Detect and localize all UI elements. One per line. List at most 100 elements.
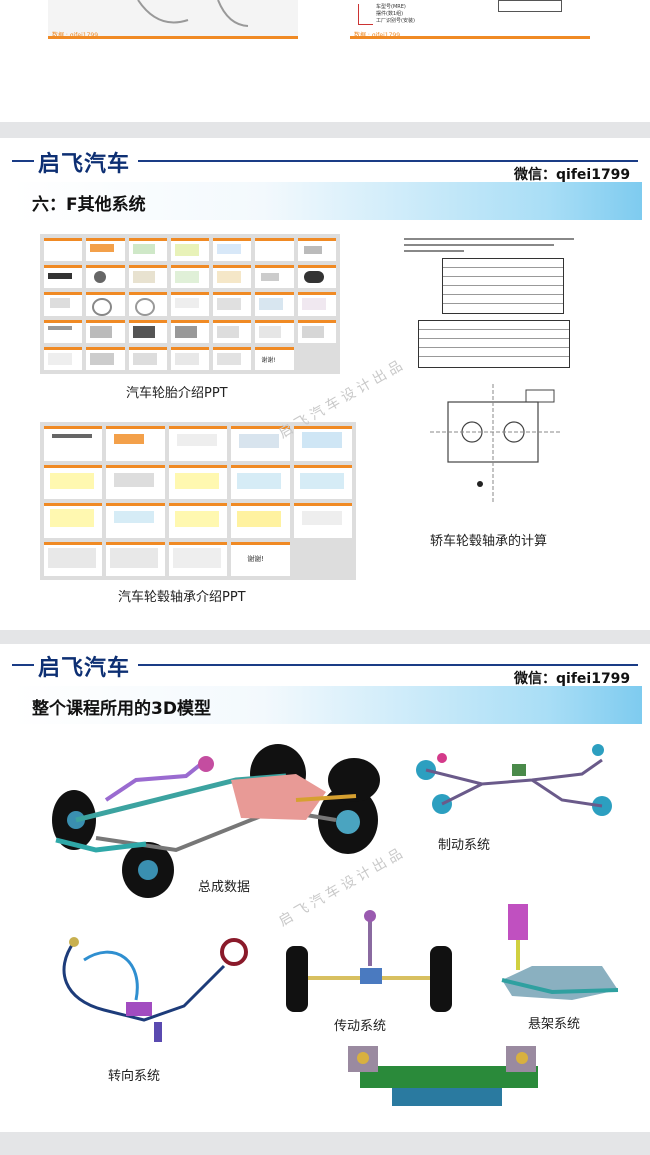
grid-empty bbox=[293, 541, 352, 576]
slide-thumb bbox=[213, 319, 252, 343]
separator-band-2 bbox=[0, 630, 650, 644]
slide-thumb bbox=[297, 238, 336, 262]
wechat-label: 微信：qifei1799 bbox=[514, 167, 631, 183]
slide-thumb bbox=[255, 238, 294, 262]
tire-icon bbox=[286, 946, 308, 1012]
tire-icon bbox=[430, 946, 452, 1012]
brake-system-model bbox=[416, 744, 612, 816]
slide-thumb bbox=[168, 503, 228, 538]
caption-brake: 制动系统 bbox=[438, 838, 491, 853]
steering-wheel-icon bbox=[220, 938, 248, 966]
slide-end-thumb: 谢谢! bbox=[231, 541, 290, 576]
slide-thumb bbox=[231, 503, 290, 538]
slide-thumb bbox=[293, 464, 352, 499]
slide-thumb bbox=[86, 265, 125, 289]
slide-thumb bbox=[128, 319, 167, 343]
wechat-label: 微信：qifei1799 bbox=[514, 671, 631, 687]
chassis-assembly-model bbox=[52, 744, 380, 898]
coil-spring-icon bbox=[508, 904, 528, 940]
brake-disc-icon bbox=[592, 744, 604, 756]
doc-load-table bbox=[418, 320, 570, 368]
grid-empty bbox=[297, 346, 336, 370]
leader-label-1: 车型号(MRE) bbox=[376, 4, 406, 10]
steering-system-model bbox=[62, 937, 248, 1042]
slide-thumb bbox=[213, 238, 252, 262]
slide-thumb bbox=[170, 292, 210, 316]
slide-thumb bbox=[293, 503, 352, 538]
section-heading: 六：F其他系统 bbox=[32, 195, 146, 215]
tire-ppt-thumbnails: 谢谢! bbox=[40, 234, 340, 374]
curve-diagram-icon bbox=[137, 0, 249, 27]
bearing-ppt-thumbnails: 谢谢! bbox=[40, 422, 356, 580]
hub-icon bbox=[336, 810, 360, 834]
slide-thumb bbox=[213, 265, 252, 289]
caption-bearing-calc: 轿车轮毂轴承的计算 bbox=[430, 534, 548, 549]
prev-table bbox=[498, 0, 562, 12]
hub-icon bbox=[138, 860, 158, 880]
slide-thumb bbox=[231, 464, 290, 499]
slide-thumb bbox=[44, 265, 83, 289]
slide-thumb bbox=[44, 346, 83, 370]
slide-thumb bbox=[86, 292, 125, 316]
leader-lines bbox=[358, 4, 373, 25]
slide-thumb bbox=[213, 346, 252, 370]
section-heading-bar: 整个课程所用的3D模型 bbox=[12, 686, 642, 724]
brand-title: 启飞汽车 bbox=[38, 656, 131, 681]
slide-thumb bbox=[170, 238, 210, 262]
slide-thumb bbox=[168, 426, 228, 461]
separator-band-3 bbox=[0, 1132, 650, 1155]
section-3d-models: 启飞汽车 微信：qifei1799 整个课程所用的3D模型 总成数据 制动系统 bbox=[0, 644, 650, 1132]
slide-thumb bbox=[106, 541, 165, 576]
slide-thumb bbox=[128, 292, 167, 316]
slide-thumb bbox=[170, 265, 210, 289]
prev-right-note: 数据 : qifei1799 bbox=[354, 32, 401, 39]
slide-thumb bbox=[106, 464, 165, 499]
suspension-model bbox=[501, 904, 619, 1000]
slide-thumb bbox=[86, 346, 125, 370]
slide-thumb bbox=[297, 292, 336, 316]
slide-thumb bbox=[255, 292, 294, 316]
title-rule-right bbox=[138, 664, 638, 666]
title-rule-right bbox=[138, 160, 638, 162]
slide-end-thumb: 谢谢! bbox=[255, 346, 294, 370]
prev-left-image bbox=[48, 0, 298, 39]
slide-thumb bbox=[168, 541, 228, 576]
title-rule-left bbox=[12, 160, 34, 162]
bearing-calc-document bbox=[400, 234, 590, 524]
slide-thumb bbox=[297, 319, 336, 343]
fuel-tank bbox=[231, 774, 326, 820]
doc-params-table bbox=[442, 258, 564, 314]
caption-assembly: 总成数据 bbox=[198, 880, 251, 895]
slide-end-text: 谢谢! bbox=[261, 356, 276, 364]
slide-thumb bbox=[170, 346, 210, 370]
prev-left-note: 数据 : qifei1799 bbox=[52, 32, 99, 39]
leader-label-3: 工厂识别号(安装) bbox=[376, 18, 415, 24]
caption-bearing-ppt: 汽车轮毂轴承介绍PPT bbox=[118, 590, 246, 605]
bearing-section-drawing bbox=[430, 384, 560, 502]
drivetrain-model bbox=[286, 910, 452, 1012]
slide-thumb bbox=[231, 426, 290, 461]
slide-thumb bbox=[44, 319, 83, 343]
section-heading: 整个课程所用的3D模型 bbox=[32, 699, 211, 719]
rear-axle-model bbox=[348, 1046, 538, 1106]
slide-thumb bbox=[128, 238, 167, 262]
slide-thumb bbox=[106, 426, 165, 461]
section-heading-bar: 六：F其他系统 bbox=[12, 182, 642, 220]
slide-thumb bbox=[44, 503, 103, 538]
slide-end-text: 谢谢! bbox=[247, 554, 264, 563]
previous-section-remnant: 数据 : qifei1799 车型号(MRE) 摆件(数1组) 工厂识别号(安装… bbox=[0, 0, 650, 120]
caption-drivetrain: 传动系统 bbox=[334, 1019, 387, 1034]
slide-thumb bbox=[44, 426, 103, 461]
wheel-icon bbox=[328, 758, 380, 802]
title-rule-left bbox=[12, 664, 34, 666]
slide-thumb bbox=[44, 238, 83, 262]
slide-thumb bbox=[44, 292, 83, 316]
slide-thumb bbox=[293, 426, 352, 461]
slide-thumb bbox=[44, 541, 103, 576]
slide-thumb bbox=[86, 319, 125, 343]
brand-title: 启飞汽车 bbox=[38, 152, 131, 177]
slide-thumb bbox=[170, 319, 210, 343]
caption-suspension: 悬架系统 bbox=[528, 1017, 581, 1032]
leader-label-2: 摆件(数1组) bbox=[376, 11, 404, 17]
slide-thumb bbox=[44, 464, 103, 499]
